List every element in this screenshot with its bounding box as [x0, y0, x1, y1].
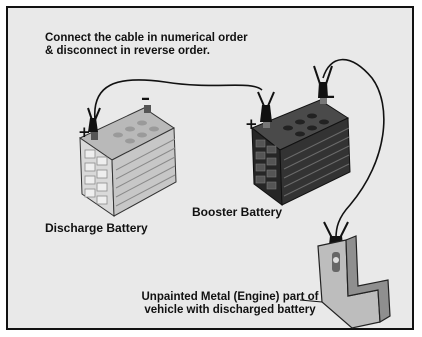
- ground-label-line-1: Unpainted Metal (Engine) part of: [105, 291, 355, 304]
- booster-positive-sign: +: [245, 117, 258, 132]
- discharge-battery-label: Discharge Battery: [45, 221, 148, 235]
- instruction-line-1: Connect the cable in numerical order: [45, 32, 248, 45]
- discharge-positive-sign: +: [78, 125, 91, 140]
- discharge-negative-sign: –: [141, 90, 150, 108]
- ground-label-line-2: vehicle with discharged battery: [105, 304, 355, 317]
- ground-point-label: Unpainted Metal (Engine) part of vehicle…: [105, 291, 355, 317]
- booster-battery-label: Booster Battery: [192, 205, 282, 219]
- booster-negative-sign: –: [326, 88, 335, 106]
- clamp-booster-positive: [258, 92, 274, 122]
- instruction-line-2: & disconnect in reverse order.: [45, 45, 248, 58]
- instruction-text: Connect the cable in numerical order & d…: [45, 32, 248, 58]
